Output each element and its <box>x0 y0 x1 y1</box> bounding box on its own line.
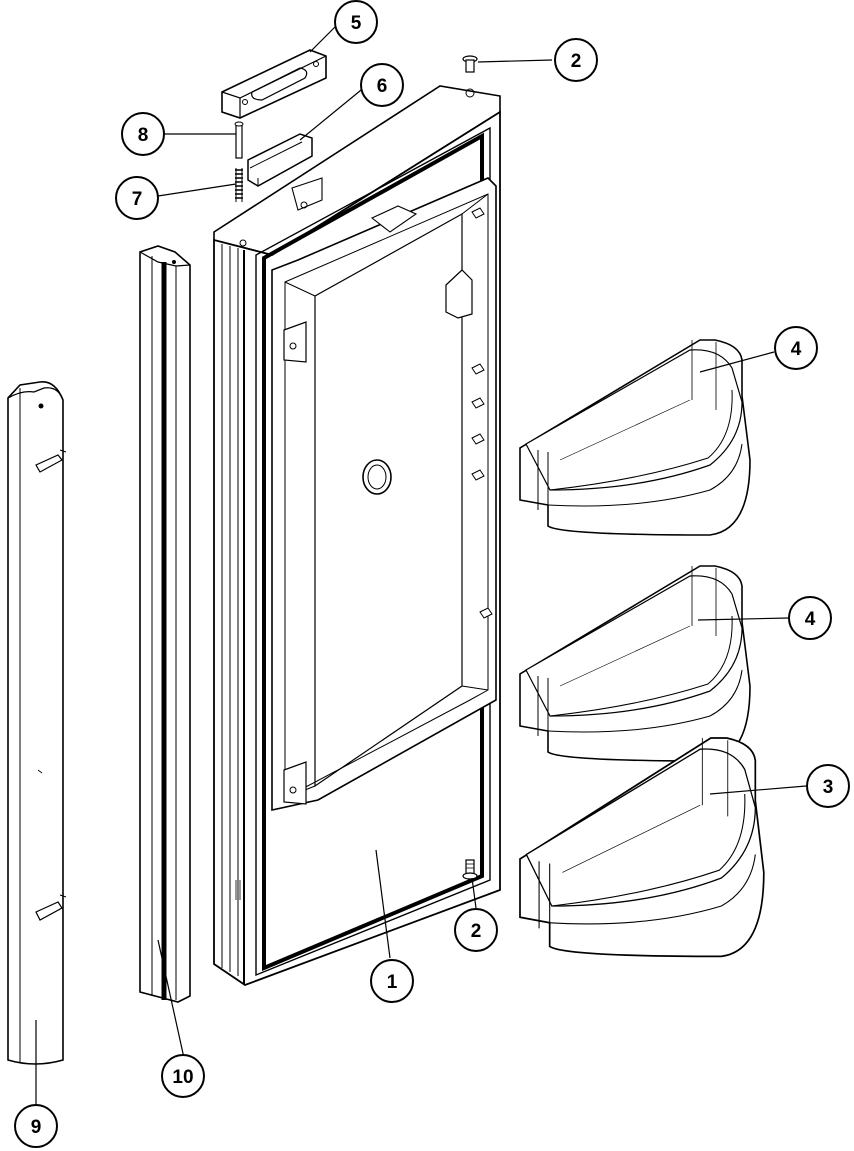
door-bin-upper-part-4 <box>519 339 751 536</box>
hinge-cap-part-5 <box>221 49 327 119</box>
svg-text:5: 5 <box>351 13 362 34</box>
callout-4-middle: 4 <box>788 596 832 640</box>
door-bin-middle-part-4 <box>519 565 751 762</box>
svg-text:7: 7 <box>132 189 143 210</box>
callout-3: 3 <box>806 764 850 808</box>
callout-4-upper: 4 <box>774 326 818 370</box>
screw-top-part-2 <box>462 55 478 73</box>
callout-1: 1 <box>370 959 414 1003</box>
trim-strip-part-9 <box>7 381 67 1065</box>
svg-text:9: 9 <box>31 1117 42 1138</box>
gasket-strip-part-10 <box>139 245 191 1003</box>
callout-2-top: 2 <box>554 38 598 82</box>
svg-text:2: 2 <box>471 921 482 942</box>
svg-text:6: 6 <box>377 76 388 97</box>
callout-9: 9 <box>14 1104 58 1148</box>
callout-2-bottom: 2 <box>454 908 498 952</box>
hinge-pin-part-8 <box>234 121 244 159</box>
callout-8: 8 <box>121 112 165 156</box>
spring-part-7 <box>235 168 243 202</box>
svg-text:4: 4 <box>805 609 816 630</box>
door-bin-lower-part-3 <box>519 737 765 958</box>
svg-text:2: 2 <box>571 51 582 72</box>
svg-text:10: 10 <box>172 1067 193 1088</box>
screw-bottom-part-2 <box>462 859 478 880</box>
callout-7: 7 <box>115 176 159 220</box>
callout-10: 10 <box>161 1054 205 1098</box>
callout-6: 6 <box>360 63 404 107</box>
door-part-1 <box>213 85 501 987</box>
svg-text:8: 8 <box>138 125 149 146</box>
svg-text:4: 4 <box>791 339 802 360</box>
hinge-bracket-part-6 <box>247 133 313 187</box>
callout-5: 5 <box>334 0 378 44</box>
svg-text:1: 1 <box>387 972 398 993</box>
leader-lines <box>35 23 807 1110</box>
svg-text:3: 3 <box>823 777 834 798</box>
